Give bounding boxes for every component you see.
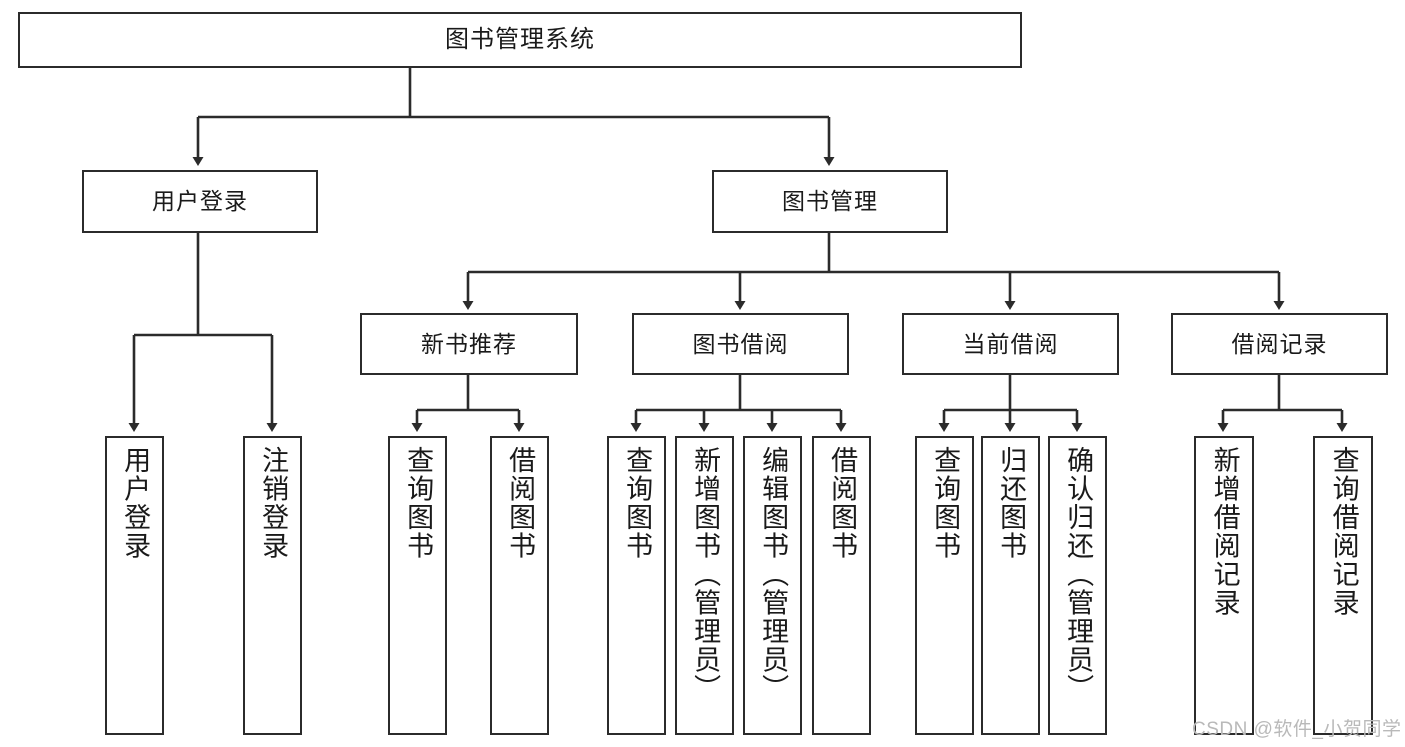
leaf-user-login[interactable]: 用户登录 — [105, 436, 164, 735]
leaf-current-return-book[interactable]: 归还图书 — [981, 436, 1040, 735]
leaf-record-add-record[interactable]: 新增借阅记录 — [1194, 436, 1254, 735]
leaf-borrow-borrow-book[interactable]: 借阅图书 — [812, 436, 871, 735]
node-label: 借阅记录 — [1231, 330, 1328, 357]
csdn-watermark: CSDN @软件_小贺同学 — [1192, 719, 1402, 740]
leaf-current-query-book[interactable]: 查询图书 — [915, 436, 974, 735]
node-label: 查询借阅记录 — [1328, 446, 1359, 617]
node-label: 新增借阅记录 — [1209, 446, 1240, 617]
node-label: 用户登录 — [120, 446, 151, 560]
node-label: 用户登录 — [152, 188, 248, 214]
leaf-borrow-add-book[interactable]: 新增图书（管理员） — [675, 436, 734, 735]
node-label: 图书管理系统 — [445, 26, 595, 53]
node-label: 借阅图书 — [505, 446, 536, 560]
node-label: 图书借阅 — [692, 330, 789, 357]
node-root-system[interactable]: 图书管理系统 — [18, 12, 1022, 68]
node-label: 查询图书 — [930, 446, 961, 560]
leaf-borrow-edit-book[interactable]: 编辑图书（管理员） — [743, 436, 802, 735]
node-book-management[interactable]: 图书管理 — [712, 170, 948, 233]
node-book-borrow[interactable]: 图书借阅 — [632, 313, 849, 375]
leaf-recommend-query-book[interactable]: 查询图书 — [388, 436, 447, 735]
leaf-user-logout[interactable]: 注销登录 — [243, 436, 302, 735]
leaf-borrow-query-book[interactable]: 查询图书 — [607, 436, 666, 735]
leaf-record-query-record[interactable]: 查询借阅记录 — [1313, 436, 1373, 735]
node-label: 注销登录 — [258, 446, 289, 560]
leaf-recommend-borrow-book[interactable]: 借阅图书 — [490, 436, 549, 735]
node-label: 确认归还（管理员） — [1063, 446, 1094, 703]
node-borrow-record[interactable]: 借阅记录 — [1171, 313, 1388, 375]
node-label: 借阅图书 — [827, 446, 858, 560]
leaf-current-confirm-return[interactable]: 确认归还（管理员） — [1048, 436, 1107, 735]
node-label: 归还图书 — [996, 446, 1027, 560]
node-label: 当前借阅 — [962, 330, 1059, 357]
node-new-book-recommend[interactable]: 新书推荐 — [360, 313, 578, 375]
node-label: 查询图书 — [622, 446, 653, 560]
node-label: 新增图书（管理员） — [690, 446, 721, 703]
node-label: 图书管理 — [782, 188, 878, 214]
node-user-login[interactable]: 用户登录 — [82, 170, 318, 233]
node-label: 编辑图书（管理员） — [758, 446, 789, 703]
node-label: 新书推荐 — [421, 330, 517, 357]
node-current-borrow[interactable]: 当前借阅 — [902, 313, 1119, 375]
node-label: 查询图书 — [403, 446, 434, 560]
